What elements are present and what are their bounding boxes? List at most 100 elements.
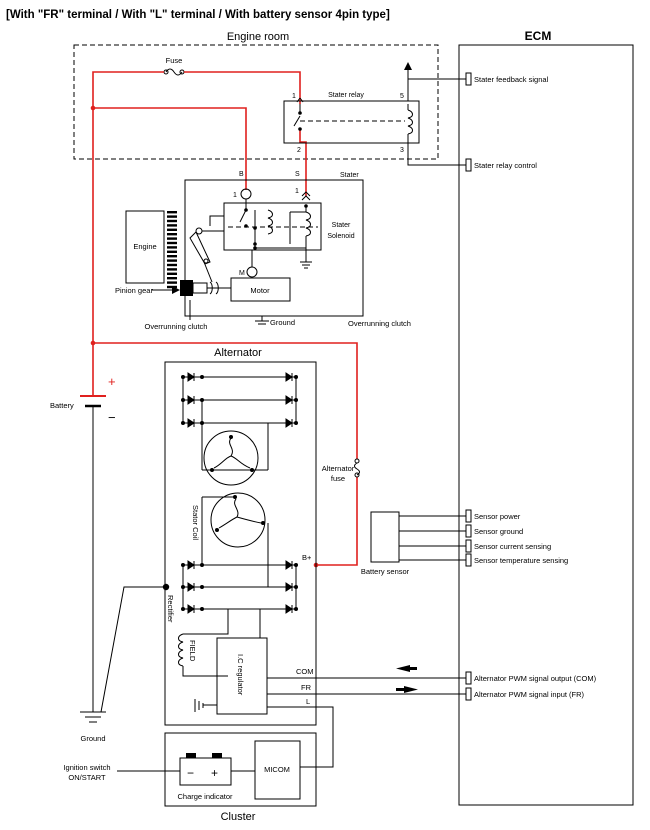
relay-pin-2: 2 — [297, 147, 301, 154]
diode — [187, 395, 195, 405]
overrunning-clutch-right-label: Overrunning clutch — [348, 319, 411, 328]
relay-pin-5: 5 — [400, 93, 404, 100]
pinion-gear-label: Pinion gear — [115, 286, 153, 295]
engine-room-title: Engine room — [227, 31, 289, 43]
micom-label: MICOM — [264, 765, 290, 774]
starter-ground-label: Ground — [270, 318, 295, 327]
starter-terminal-b: B — [239, 171, 244, 178]
flywheel-tooth — [167, 246, 177, 249]
junction-dot — [181, 585, 185, 589]
ecm-signal-stater-relay-control: Stater relay control — [474, 161, 537, 170]
junction-dot — [294, 585, 298, 589]
flywheel-tooth — [167, 263, 177, 267]
junction-dot — [294, 398, 298, 402]
alternator-fuse-symbol — [354, 458, 360, 478]
alternator-fuse-label-1: Alternator — [322, 464, 355, 473]
starter-b-pin: 1 — [233, 192, 237, 199]
stator-coil-upper — [201, 400, 269, 486]
relay-pin-1: 1 — [292, 93, 296, 100]
battery-sensor-label: Battery sensor — [361, 567, 410, 576]
diode — [285, 582, 293, 592]
field-label: FIELD — [188, 640, 197, 662]
junction-dot — [200, 607, 204, 611]
starter-box — [184, 179, 364, 317]
battery-sensor-box — [370, 511, 400, 563]
junction-dot — [200, 585, 204, 589]
battery-sensor-wires — [399, 515, 466, 561]
ground-label: Ground — [80, 734, 105, 743]
alternator-title: Alternator — [214, 347, 262, 359]
power-wires — [92, 71, 358, 566]
pinion-shift-lever — [180, 226, 231, 296]
field-coil — [178, 609, 229, 677]
solenoid-internals — [209, 199, 318, 269]
motor-label: Motor — [250, 286, 270, 295]
motor-m-label: M — [239, 270, 245, 277]
l-label: L — [306, 697, 310, 706]
flywheel-tooth — [167, 272, 177, 275]
junction-dot — [294, 421, 298, 425]
flywheel-tooth — [167, 281, 177, 284]
fr-label: FR — [301, 683, 312, 692]
ignition-label-2: ON/START — [68, 773, 106, 782]
ic-regulator-label: I.C regulator — [236, 654, 245, 696]
flywheel-tooth — [167, 285, 177, 289]
cluster-box — [164, 732, 317, 807]
b-plus-label: B+ — [302, 553, 312, 562]
relay-control-wire — [407, 143, 466, 166]
battery-plus: + — [108, 374, 116, 389]
page-title: [With "FR" terminal / With "L" terminal … — [6, 9, 390, 21]
rectifier-top — [182, 376, 297, 424]
solenoid-label-1: Stater — [332, 222, 351, 229]
starter-relay-title: Stater relay — [328, 92, 364, 99]
diode — [187, 560, 195, 570]
ecm-box — [458, 44, 634, 806]
diode — [285, 395, 293, 405]
diode — [187, 604, 195, 614]
rectifier-bottom — [182, 564, 297, 610]
diode — [285, 604, 293, 614]
engine-box — [125, 210, 165, 284]
relay-pin-3: 3 — [400, 147, 404, 154]
ecm-signal-pwm-input: Alternator PWM signal input (FR) — [474, 690, 585, 699]
junction-dot — [294, 607, 298, 611]
charge-indicator-minus: − — [187, 766, 194, 780]
ecm-signal-pwm-output: Alternator PWM signal output (COM) — [474, 674, 597, 683]
charge-indicator-plus: + — [211, 766, 218, 780]
ecm-signal-sensor-current: Sensor current sensing — [474, 542, 551, 551]
starter-title: Stater — [340, 172, 359, 179]
flywheel-tooth — [167, 277, 177, 280]
battery-minus: − — [108, 410, 116, 425]
overrunning-clutch-left-label: Overrunning clutch — [145, 322, 208, 331]
ground-junction-dot — [162, 583, 170, 591]
ignition-label-1: Ignition switch — [63, 763, 110, 772]
flywheel-teeth — [167, 211, 177, 289]
flywheel-tooth — [167, 228, 177, 231]
ecm-signal-stater-feedback: Stater feedback signal — [474, 75, 549, 84]
flywheel-tooth — [167, 255, 177, 258]
battery-symbol — [80, 395, 106, 723]
diode — [285, 372, 293, 382]
diode — [285, 418, 293, 428]
battery-label: Battery — [50, 401, 74, 410]
alternator-ground-wire — [100, 586, 166, 713]
diode — [285, 560, 293, 570]
diode — [187, 372, 195, 382]
stator-coil-lower — [201, 492, 269, 587]
flywheel-tooth — [167, 268, 177, 271]
junction-dot — [181, 421, 185, 425]
junction-dot — [181, 398, 185, 402]
alternator-fuse-label-2: fuse — [331, 474, 345, 483]
junction-dot — [294, 375, 298, 379]
flywheel-tooth — [167, 233, 177, 236]
relay-internals — [293, 97, 413, 143]
ecm-signal-boxes — [465, 72, 472, 701]
rectifier-label: Rectifier — [166, 595, 175, 623]
junction-dot — [181, 375, 185, 379]
starter-b-terminal — [240, 188, 252, 200]
flywheel-tooth — [167, 224, 177, 227]
motor-box — [230, 277, 291, 302]
diode — [187, 418, 195, 428]
starter-terminal-s: S — [295, 171, 300, 178]
